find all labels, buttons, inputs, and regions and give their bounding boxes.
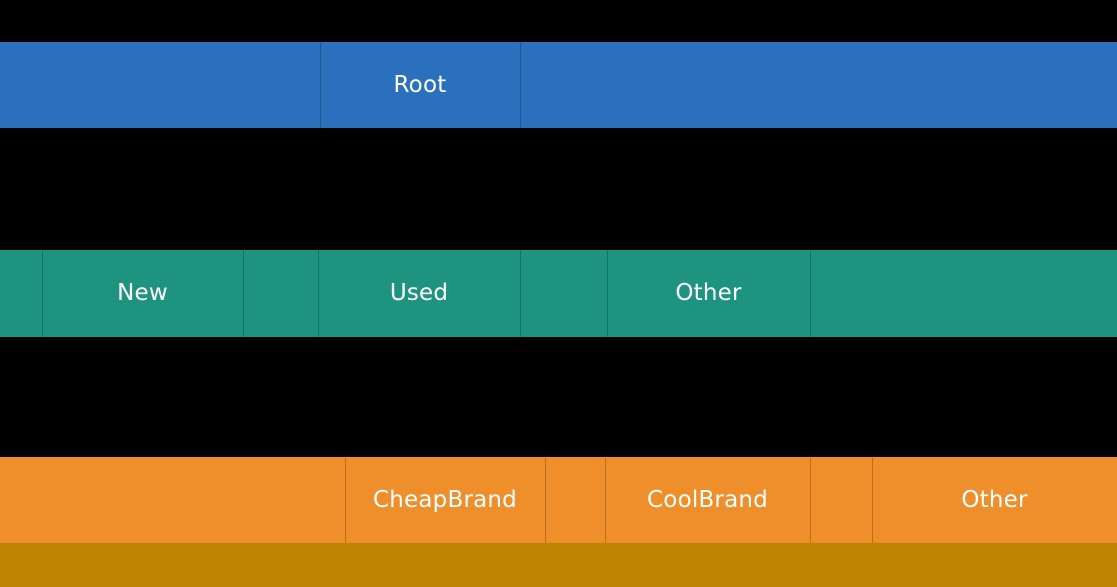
level-2-brand: CheapBrand CoolBrand Other xyxy=(0,457,1117,543)
level-3-model xyxy=(0,543,1117,587)
icicle-node-root[interactable]: Root xyxy=(320,42,520,128)
icicle-node-other[interactable]: Other xyxy=(607,250,810,337)
icicle-node-unlabeled[interactable] xyxy=(810,250,1117,337)
icicle-node-new[interactable]: New xyxy=(42,250,243,337)
icicle-node-unlabeled[interactable] xyxy=(0,543,1117,587)
icicle-node-unlabeled[interactable] xyxy=(0,250,42,337)
icicle-node-label: Root xyxy=(393,71,447,98)
icicle-node-cheapbrand[interactable]: CheapBrand xyxy=(345,457,545,543)
icicle-node-other[interactable]: Other xyxy=(872,457,1117,543)
icicle-node-label: Used xyxy=(389,280,449,306)
icicle-node-unlabeled[interactable] xyxy=(243,250,318,337)
icicle-node-unlabeled[interactable] xyxy=(545,457,605,543)
icicle-node-unlabeled[interactable] xyxy=(810,457,872,543)
icicle-node-unlabeled[interactable] xyxy=(0,457,345,543)
icicle-node-coolbrand[interactable]: CoolBrand xyxy=(605,457,810,543)
icicle-node-label: Other xyxy=(675,280,742,306)
icicle-node-label: CoolBrand xyxy=(647,486,768,513)
level-1-condition: New Used Other xyxy=(0,250,1117,337)
icicle-node-label: CheapBrand xyxy=(373,486,517,513)
icicle-node-label: Other xyxy=(961,486,1028,513)
icicle-node-unlabeled[interactable] xyxy=(0,42,320,128)
icicle-node-unlabeled[interactable] xyxy=(520,42,1117,128)
icicle-node-label: New xyxy=(117,280,168,306)
icicle-node-used[interactable]: Used xyxy=(318,250,520,337)
level-0-root: Root xyxy=(0,42,1117,128)
icicle-node-unlabeled[interactable] xyxy=(520,250,607,337)
